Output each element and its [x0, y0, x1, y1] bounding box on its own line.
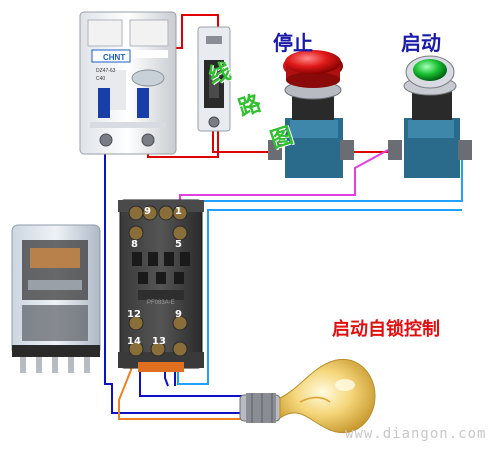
stop-label: 停止 — [273, 31, 313, 55]
diagram-title: 启动自锁控制 — [332, 319, 440, 340]
start-label: 启动 — [401, 31, 441, 55]
wire-pink — [179, 149, 389, 205]
terminal-5: 5 — [175, 239, 182, 250]
stop-push-button — [268, 50, 354, 178]
light-bulb — [239, 358, 376, 434]
fuse-holder — [197, 26, 231, 132]
terminal-13: 13 — [152, 336, 166, 347]
terminal-8: 8 — [131, 239, 138, 250]
terminal-12: 12 — [127, 309, 141, 320]
breaker-brand: CHNT — [103, 53, 125, 62]
website-watermark: www.diangon.com — [345, 426, 487, 442]
start-push-button — [388, 55, 472, 178]
relay-body — [11, 224, 101, 373]
wire-cyan — [177, 152, 463, 385]
terminal-14: 14 — [127, 336, 141, 347]
circuit-breaker — [79, 11, 177, 155]
breaker-rating: C40 — [96, 76, 105, 82]
relay-base — [118, 199, 204, 372]
terminal-9-top: 9 — [144, 206, 151, 217]
wire-red — [138, 14, 392, 158]
terminal-9-bottom: 9 — [175, 309, 182, 320]
relay-base-marking: PF083A-E — [147, 300, 175, 306]
terminal-1: 1 — [175, 206, 182, 217]
breaker-model: DZ47-63 — [96, 68, 116, 74]
